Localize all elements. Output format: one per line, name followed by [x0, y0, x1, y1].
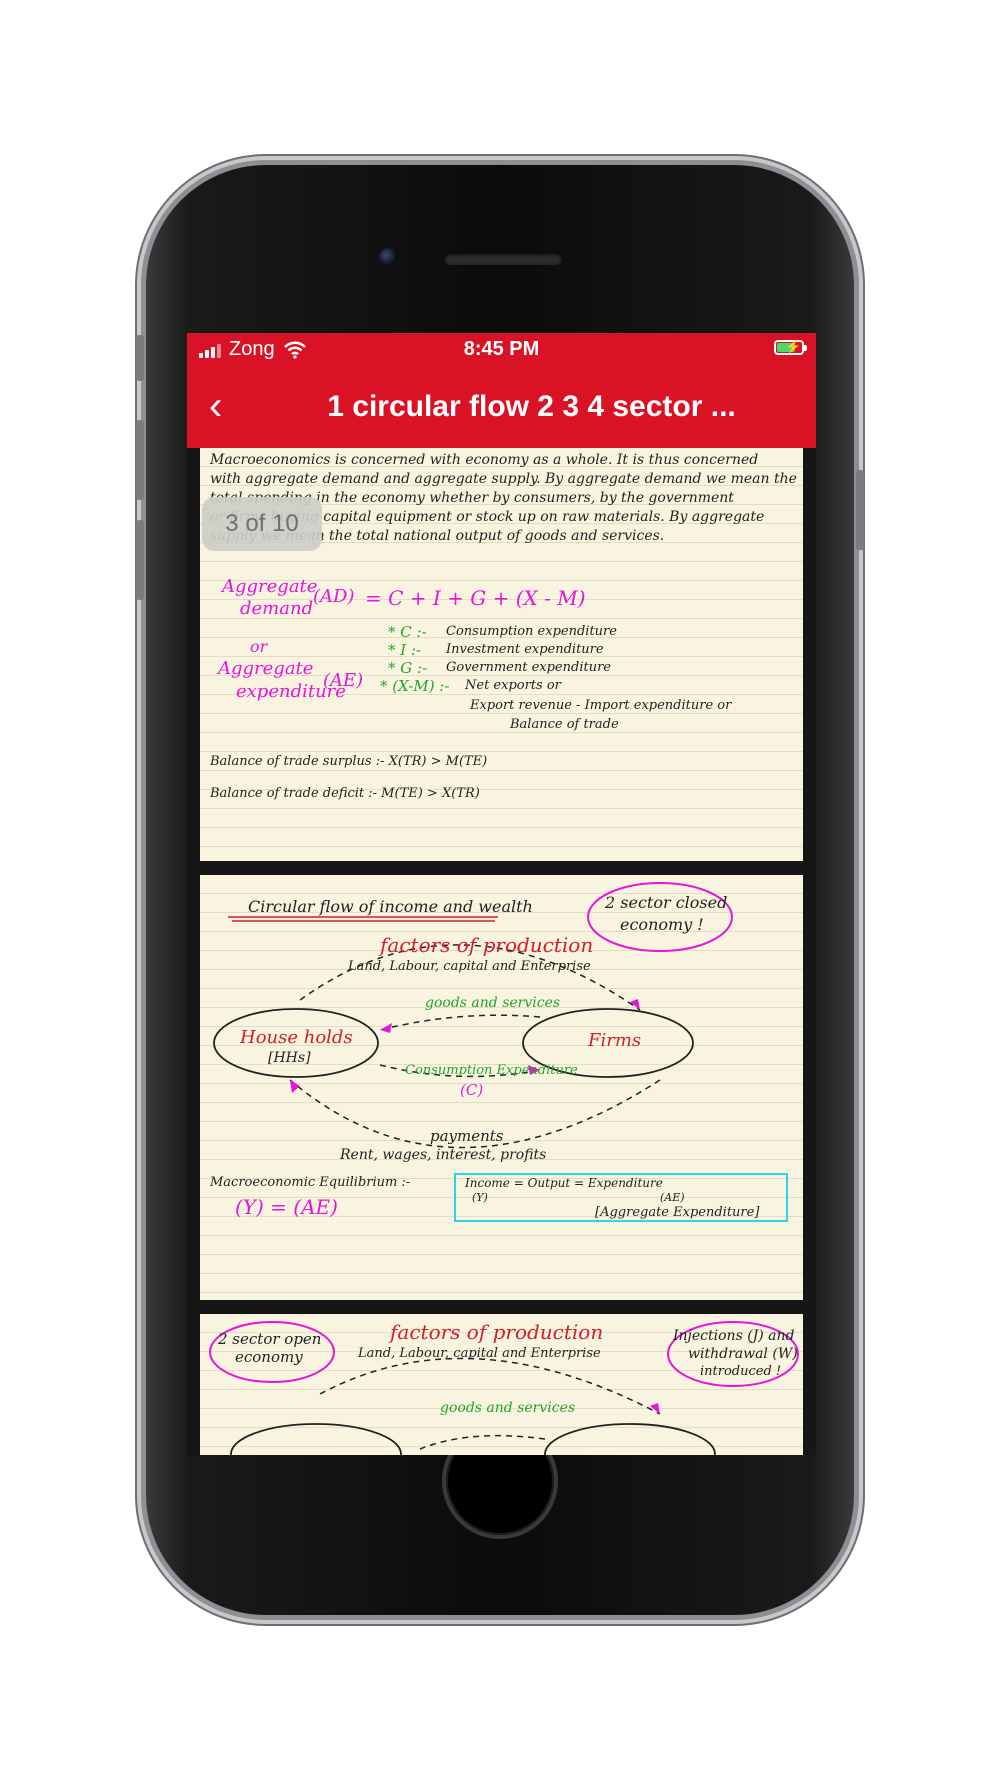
ad-formula: = C + I + G + (X - M) — [365, 586, 586, 610]
goods-and-services-3: goods and services — [440, 1400, 576, 1416]
term-i-desc: Investment expenditure — [446, 642, 604, 657]
trade-deficit: Balance of trade deficit :- M(TE) > X(TR… — [210, 786, 480, 801]
term-c-desc: Consumption expenditure — [446, 624, 617, 639]
status-bar: Zong 8:45 PM ⚡ — [187, 333, 816, 366]
firms-label: Firms — [588, 1030, 642, 1051]
term-g-desc: Government expenditure — [446, 660, 611, 675]
payments-label: payments — [430, 1127, 504, 1145]
ae-label-1: Aggregate — [218, 658, 314, 679]
injections-bubble-3: introduced ! — [700, 1364, 782, 1379]
households-label: House holds — [240, 1027, 353, 1048]
back-chevron-icon[interactable]: ‹ — [209, 384, 223, 428]
intro-line-5: supply we mean the total national output… — [210, 528, 665, 544]
goods-and-services: goods and services — [425, 995, 561, 1011]
wifi-icon — [283, 341, 306, 359]
volume-up-button — [136, 420, 144, 500]
signal-icon — [199, 342, 221, 358]
term-xm-key: * (X-M) :- — [380, 677, 450, 695]
intro-line-3: total spending in the economy whether by… — [210, 490, 734, 506]
open-economy-diagram — [209, 1321, 799, 1455]
closed-economy-bubble-2: economy ! — [620, 915, 704, 934]
closed-economy-bubble-1: 2 sector closed — [605, 893, 728, 912]
payments-sub: Rent, wages, interest, profits — [340, 1147, 547, 1163]
trade-surplus: Balance of trade surplus :- X(TR) > M(TE… — [210, 754, 488, 769]
note-page-3: 2 sector open economy factors of product… — [200, 1314, 803, 1455]
aggregate-expenditure-label: [Aggregate Expenditure] — [595, 1205, 760, 1220]
note-page-2: Circular flow of income and wealth 2 sec… — [200, 875, 803, 1300]
hhs-label: [HHs] — [268, 1050, 311, 1066]
power-button — [856, 470, 864, 550]
consumption-expenditure: Consumption Expenditure — [405, 1063, 578, 1078]
or-text: or — [250, 637, 268, 656]
factors-sub: Land, Labour, capital and Enterprise — [348, 959, 591, 974]
net-exports-line-2: Balance of trade — [510, 717, 619, 732]
term-i-key: * I :- — [388, 641, 422, 659]
page-indicator: 3 of 10 — [202, 497, 322, 551]
ae-label-2: expenditure — [236, 681, 346, 702]
ae-abbr: (AE) — [323, 670, 364, 691]
intro-line-4: or firms buying capital equipment or sto… — [210, 509, 765, 525]
document-viewer[interactable]: Macroeconomics is concerned with economy… — [187, 448, 816, 1455]
clock: 8:45 PM — [463, 338, 540, 360]
term-g-key: * G :- — [388, 659, 428, 677]
note-page-1: Macroeconomics is concerned with economy… — [200, 448, 803, 861]
y-equals-ae: (Y) = (AE) — [235, 1195, 338, 1219]
factors-of-production: factors of production — [380, 933, 594, 957]
income-output-expenditure: Income = Output = Expenditure — [465, 1176, 663, 1190]
ad-label-2: demand — [240, 598, 314, 619]
circular-flow-diagram — [213, 882, 788, 1222]
ad-label-1: Aggregate — [222, 576, 318, 597]
carrier-name: Zong — [229, 338, 275, 360]
term-c-key: * C :- — [388, 623, 427, 641]
injections-bubble-1: Injections (J) and — [673, 1328, 795, 1344]
open-economy-bubble-2: economy — [235, 1348, 303, 1366]
box-ae-label: (AE) — [660, 1191, 685, 1204]
front-camera — [379, 248, 397, 266]
ad-abbr: (AD) — [313, 586, 355, 607]
phone-screen: Zong 8:45 PM ⚡ ‹ 1 circular flow 2 3 4 s… — [187, 333, 816, 1455]
factors-of-production-3: factors of production — [390, 1320, 604, 1344]
intro-line-2: with aggregate demand and aggregate supp… — [210, 471, 797, 487]
intro-line-1: Macroeconomics is concerned with economy… — [210, 452, 759, 468]
mute-switch — [136, 335, 144, 381]
document-title: 1 circular flow 2 3 4 sector ... — [327, 390, 736, 423]
earpiece-speaker — [444, 253, 562, 265]
page2-heading: Circular flow of income and wealth — [248, 897, 533, 916]
injections-bubble-2: withdrawal (W) — [688, 1346, 798, 1362]
net-exports-line-1: Export revenue - Import expenditure or — [470, 698, 732, 713]
carrier-group: Zong — [199, 338, 307, 361]
factors-sub-3: Land, Labour, capital and Enterprise — [358, 1346, 601, 1361]
c-label: (C) — [460, 1081, 484, 1099]
box-y-label: (Y) — [472, 1191, 488, 1204]
equilibrium-label: Macroeconomic Equilibrium :- — [210, 1175, 411, 1190]
navigation-bar: ‹ 1 circular flow 2 3 4 sector ... — [187, 366, 816, 448]
term-xm-desc: Net exports or — [465, 678, 561, 693]
open-economy-bubble-1: 2 sector open — [218, 1330, 322, 1348]
volume-down-button — [136, 520, 144, 600]
battery-icon: ⚡ — [774, 339, 807, 355]
